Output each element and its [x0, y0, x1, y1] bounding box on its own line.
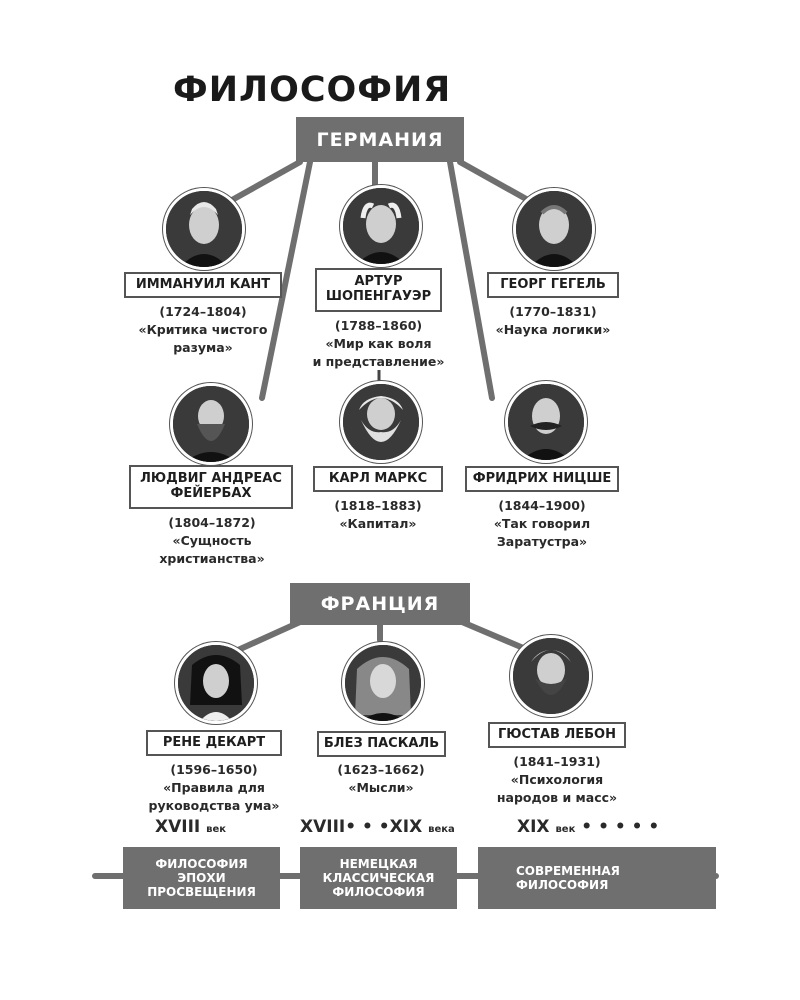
portrait-marx — [340, 381, 422, 463]
work-schopenhauer: «Мир как воля и представление» — [312, 336, 445, 369]
work-hegel: «Наука логики» — [495, 322, 611, 337]
connector-line — [235, 619, 303, 653]
info-descartes: (1596–1650) «Правила для руководства ума… — [136, 761, 292, 815]
years-schopenhauer: (1788–1860) — [334, 318, 423, 333]
work-lebon: «Психология народов и масс» — [496, 772, 618, 805]
work-feuerbach: «Сущность христианства» — [159, 533, 265, 566]
years-feuerbach: (1804–1872) — [168, 515, 256, 530]
years-descartes: (1596–1650) — [170, 762, 258, 777]
connector-line — [457, 159, 531, 203]
country-france-label: ФРАНЦИЯ — [320, 593, 440, 615]
work-descartes: «Правила для руководства ума» — [148, 780, 280, 813]
namebox-nietzsche: ФРИДРИХ НИЦШЕ — [465, 466, 619, 492]
info-kant: (1724–1804) «Критика чистого разума» — [128, 303, 278, 357]
timeline-band-label: НЕМЕЦКАЯ КЛАССИЧЕСКАЯ ФИЛОСОФИЯ — [322, 857, 435, 899]
namebox-lebon: ГЮСТАВ ЛЕБОН — [488, 722, 626, 748]
portrait-feuerbach — [170, 383, 252, 465]
info-nietzsche: (1844–1900) «Так говорил Заратустра» — [467, 497, 617, 551]
timeline-band-label: СОВРЕМЕННАЯ ФИЛОСОФИЯ — [516, 864, 620, 892]
timeline-band-label: ФИЛОСОФИЯ ЭПОХИ ПРОСВЕЩЕНИЯ — [147, 857, 256, 899]
namebox-kant: ИММАНУИЛ КАНТ — [124, 272, 282, 298]
namebox-pascal: БЛЕЗ ПАСКАЛЬ — [317, 731, 446, 757]
namebox-descartes: РЕНЕ ДЕКАРТ — [146, 730, 282, 756]
info-lebon: (1841–1931) «Психология народов и масс» — [482, 753, 632, 807]
connector-line — [259, 159, 313, 401]
namebox-hegel: ГЕОРГ ГЕГЕЛЬ — [487, 272, 619, 298]
info-pascal: (1623–1662) «Мысли» — [306, 761, 456, 797]
era-label: XIX век • • • • • — [517, 817, 659, 837]
era-main: XIX — [517, 817, 550, 837]
page-title: ФИЛОСОФИЯ — [173, 70, 452, 110]
timeline-band-modern: СОВРЕМЕННАЯ ФИЛОСОФИЯ — [478, 847, 716, 909]
years-hegel: (1770–1831) — [509, 304, 597, 319]
years-marx: (1818–1883) — [334, 498, 422, 513]
years-pascal: (1623–1662) — [337, 762, 425, 777]
era-suffix: век — [206, 824, 227, 835]
era-main: XVIII• • •XIX — [300, 817, 423, 837]
namebox-schopenhauer: АРТУР ШОПЕНГАУЭР — [315, 268, 442, 312]
portrait-lebon — [510, 635, 592, 717]
years-nietzsche: (1844–1900) — [498, 498, 586, 513]
info-feuerbach: (1804–1872) «Сущность христианства» — [130, 514, 294, 568]
portrait-descartes — [175, 642, 257, 724]
portrait-nietzsche — [505, 381, 587, 463]
era-main: XVIII — [155, 817, 201, 837]
portrait-schopenhauer — [340, 185, 422, 267]
work-marx: «Капитал» — [339, 516, 417, 531]
country-france: ФРАНЦИЯ — [290, 583, 470, 625]
years-kant: (1724–1804) — [159, 304, 247, 319]
connector-line — [459, 619, 531, 653]
era-label: XVIII• • •XIX века — [300, 817, 455, 837]
era-suffix: век — [555, 824, 576, 835]
era-label: XVIII век — [155, 817, 226, 837]
years-lebon: (1841–1931) — [513, 754, 601, 769]
namebox-feuerbach: ЛЮДВИГ АНДРЕАС ФЕЙЕРБАХ — [129, 465, 293, 509]
timeline-band-enlightenment: ФИЛОСОФИЯ ЭПОХИ ПРОСВЕЩЕНИЯ — [123, 847, 280, 909]
info-marx: (1818–1883) «Капитал» — [303, 497, 453, 533]
portrait-pascal — [342, 642, 424, 724]
work-nietzsche: «Так говорил Заратустра» — [493, 516, 591, 549]
work-kant: «Критика чистого разума» — [138, 322, 268, 355]
era-dots: • • • • • — [581, 817, 660, 837]
timeline-band-german-classical: НЕМЕЦКАЯ КЛАССИЧЕСКАЯ ФИЛОСОФИЯ — [300, 847, 457, 909]
portrait-kant — [163, 188, 245, 270]
info-schopenhauer: (1788–1860) «Мир как воля и представлени… — [300, 317, 457, 371]
portrait-hegel — [513, 188, 595, 270]
info-hegel: (1770–1831) «Наука логики» — [478, 303, 628, 339]
era-suffix: века — [428, 824, 455, 835]
connector-line — [447, 159, 495, 401]
country-germany: ГЕРМАНИЯ — [296, 117, 464, 162]
connector-line — [229, 159, 303, 203]
work-pascal: «Мысли» — [348, 780, 414, 795]
country-germany-label: ГЕРМАНИЯ — [316, 128, 444, 151]
namebox-marx: КАРЛ МАРКС — [313, 466, 443, 492]
